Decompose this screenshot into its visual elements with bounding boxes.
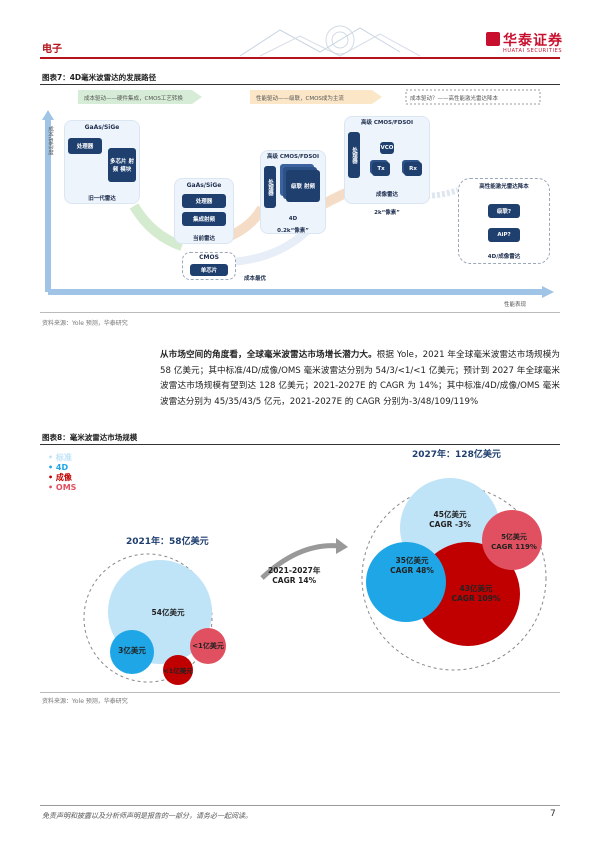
bubble-2021-outline [83, 553, 213, 683]
axis-x-label: 性能表现 [504, 302, 527, 308]
future-cascade-chip: 级联? [488, 204, 520, 218]
figure7-bottom-rule [40, 312, 560, 313]
figure8-title: 图表8：毫米波雷达市场规模 [42, 433, 138, 442]
bubble-2021-standard-label: 54亿美元 [151, 608, 185, 617]
gen1-caption: 旧一代雷达 [88, 196, 116, 202]
hires2-header: 高级 CMOS/FDSOI [360, 120, 414, 126]
figure8-rule [40, 444, 560, 445]
gen1-rf-module-chip: 多芯片 射频 模块 [108, 148, 136, 182]
gen2-rf-chip: 集成射频 [182, 212, 226, 226]
bubble-2021-oms-label: <1亿美元 [192, 642, 224, 650]
paragraph-body: 根据 Yole，2021 年全球毫米波雷达市场规模为 58 亿美元；其中标准/4… [160, 350, 560, 407]
bubble-2021-imaging-label: <1亿美元 [163, 667, 193, 675]
year-2027-label: 2027年：128亿美元 [412, 450, 501, 460]
cmos-caption: 成本最优 [244, 276, 267, 282]
cmos-single-chip: 单芯片 [190, 264, 228, 276]
hires1-cascade-rf-chip: 级联 射频 [286, 170, 320, 202]
bubble-2021-4d [110, 630, 154, 674]
hires2-vco-chip: VCO [380, 142, 394, 154]
header-watermark [220, 22, 430, 58]
hires2-processor-chip: 处理器 [348, 132, 360, 178]
legend-item-oms: • OMS [48, 483, 77, 492]
brand-name: 华泰证券 [503, 33, 563, 49]
footer-disclaimer: 免责声明和披露以及分析师声明是报告的一部分，请务必一起阅读。 [42, 812, 252, 820]
hires1-header: 高级 CMOS/FDSOI [266, 154, 320, 160]
axis-y-label: 成本/复杂度 [47, 126, 53, 156]
bubble-2027-oms [482, 510, 542, 570]
footer-rule [40, 805, 560, 806]
future-aip-chip: AiP? [488, 228, 520, 242]
cagr-arrow-label: 2021-2027年 CAGR 14% [268, 566, 321, 585]
gen2-panel [174, 178, 234, 244]
hires2-rx-chip: Rx [404, 162, 422, 176]
gen1-processor-chip: 处理器 [68, 138, 102, 154]
legend-item-imaging: • 成像 [48, 473, 72, 482]
growth-arrowhead [336, 538, 348, 554]
legend-item-4d: • 4D [48, 463, 69, 472]
gen2-processor-chip: 处理器 [182, 194, 226, 208]
legend-item-standard: • 标准 [48, 453, 72, 462]
bubble-chart [83, 478, 547, 685]
driver-performance-label: 性能驱动——级联，CMOS成为主流 [256, 96, 344, 102]
hires2-pixels: 2k“像素” [374, 210, 400, 216]
future-panel [458, 178, 550, 264]
gen1-header: GaAs/SiGe [84, 124, 120, 131]
hires2-tx-chip: Tx [372, 162, 390, 176]
hires1-caption: 4D [288, 216, 298, 222]
cmos-header: CMOS [199, 254, 219, 261]
figure8-legend: • 标准 • 4D • 成像 • OMS [48, 452, 76, 492]
gen2-caption: 当前雷达 [192, 236, 215, 242]
driver-cost-question-label: 成本驱动？——高性能激光雷达降本 [410, 96, 499, 102]
sector-label: 电子 [42, 44, 62, 55]
year-2021-label: 2021年：58亿美元 [126, 537, 209, 547]
growth-arrow [260, 543, 341, 580]
paragraph-lead: 从市场空间的角度看，全球毫米波雷达市场增长潜力大。 [160, 350, 377, 360]
figure8-bottom-rule [40, 692, 560, 693]
figure7-diagram: 成本/复杂度 性能表现 成本驱动——硬件集成，CMOS工艺转换 性能驱动——级联… [42, 86, 558, 312]
future-header: 高性能激光雷达降本 [479, 184, 529, 190]
body-paragraph: 从市场空间的角度看，全球毫米波雷达市场增长潜力大。根据 Yole，2021 年全… [160, 348, 560, 410]
hires1-pixels: 0.2k“像素” [277, 228, 309, 234]
hires2-caption: 成像雷达 [375, 192, 398, 198]
header-rule [40, 57, 560, 59]
future-caption: 4D/成像雷达 [487, 254, 521, 260]
bubble-2021-imaging [163, 655, 193, 685]
driver-cost-label: 成本驱动——硬件集成，CMOS工艺转换 [84, 96, 183, 102]
brand-logo-icon [486, 32, 500, 46]
bubble-2021-4d-label: 3亿美元 [118, 646, 146, 655]
figure8-source: 资料来源：Yole 预测，华泰研究 [42, 698, 128, 705]
gen2-header: GaAs/SiGe [186, 182, 222, 189]
figure7-source: 资料来源：Yole 预测，华泰研究 [42, 320, 128, 327]
bubble-2027-4d [366, 542, 446, 622]
page-number: 7 [550, 809, 556, 819]
bubble-2021-oms [190, 628, 226, 664]
brand-name-en: HUATAI SECURITIES [503, 48, 563, 54]
figure7-title: 图表7：4D毫米波雷达的发展路径 [42, 73, 157, 82]
hires1-processor-chip: 处理器 [264, 166, 276, 208]
figure7-rule [40, 84, 560, 85]
